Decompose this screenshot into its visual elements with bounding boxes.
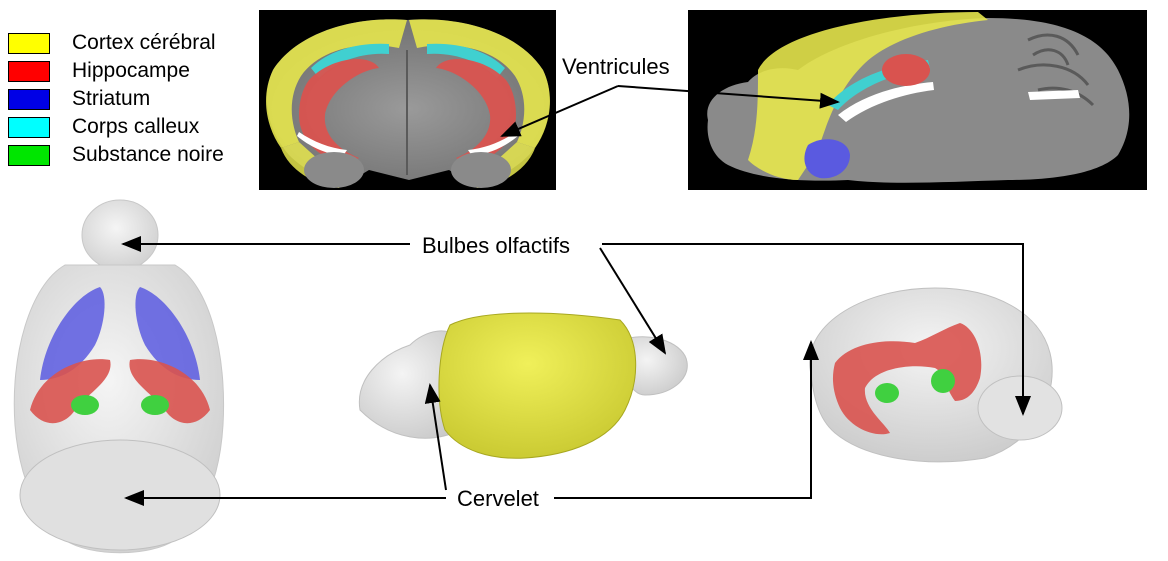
arrow-cerebellum-lateral [430, 385, 446, 490]
arrow-ventricles-coronal [502, 86, 618, 136]
arrow-ventricles-sagittal [618, 86, 838, 102]
arrow-olfactory-lateral [600, 248, 665, 353]
label-cerebellum: Cervelet [455, 486, 541, 512]
label-ventricles: Ventricules [560, 54, 672, 80]
label-olfactory-bulbs: Bulbes olfactifs [420, 233, 572, 259]
arrow-olfactory-oblique [602, 244, 1023, 414]
arrow-cerebellum-oblique [554, 342, 811, 498]
